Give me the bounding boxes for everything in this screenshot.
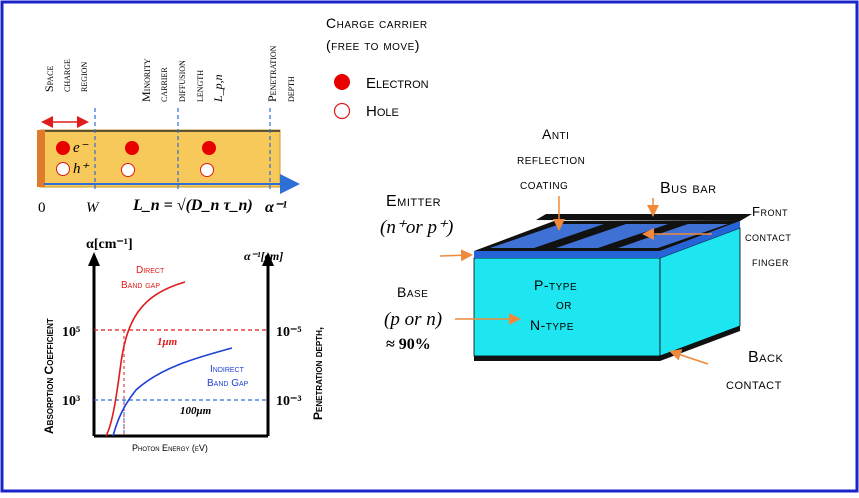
cell-back-contact-front	[474, 356, 660, 361]
legend-hole-marker	[333, 102, 351, 120]
chart-xlabel: Photon Energy (eV)	[132, 443, 208, 453]
axis-alpha-inv-label: α⁻¹	[265, 199, 287, 216]
penetration-line-2: depth	[283, 76, 297, 102]
electron-symbol: e⁻	[73, 140, 89, 156]
penetration-depth-label: Penetration depth	[265, 45, 297, 102]
axis-zero-label: 0	[38, 200, 46, 216]
hole-1	[56, 162, 70, 176]
solar-cell: Anti reflection coating Bus bar Emitter …	[380, 126, 791, 393]
indirect-label-1: Indirect	[210, 364, 245, 375]
diffusion-equation: L_n = √(D_n τ_n)	[132, 197, 253, 214]
legend-electron-label: Electron	[366, 75, 429, 92]
annotation-1um: 1μm	[157, 336, 178, 348]
direct-label-1: Direct	[136, 265, 165, 276]
chart-left-axis-head	[88, 252, 100, 266]
direct-label-2: Band gap	[121, 280, 160, 291]
band-diagram: Space charge region Minority carrier dif…	[37, 45, 300, 216]
semiconductor-band	[39, 129, 281, 188]
minority-line-4: length	[192, 70, 206, 102]
arrow-back-contact	[669, 349, 709, 365]
minority-line-3: diffusion	[174, 60, 188, 102]
penetration-line-1: Penetration	[265, 45, 279, 102]
chart-ylabel: Absorption Coefficient	[42, 318, 56, 434]
bus-bar-label: Bus bar	[660, 180, 717, 197]
arc-panel-1	[490, 224, 604, 248]
emitter-label: Emitter	[386, 193, 441, 210]
chart-right-axis-head	[262, 252, 274, 266]
indirect-bandgap-curve	[112, 347, 233, 437]
right-axis-unit: α⁻¹[cm]	[244, 249, 283, 263]
carrier-legend: Charge carrier (free to move) Electron H…	[326, 15, 429, 120]
anti-reflection-line-2: reflection	[517, 151, 585, 167]
legend-electron-marker	[334, 74, 350, 90]
hole-3	[200, 163, 214, 177]
back-contact-line-1: Back	[748, 349, 783, 366]
tick-right-1e-5: 10⁻⁵	[276, 325, 302, 340]
front-contact-line-2: contact	[745, 229, 791, 244]
legend-title-2: (free to move)	[326, 37, 420, 53]
arrow-emitter	[439, 249, 473, 262]
electron-1	[56, 141, 70, 155]
legend-hole-label: Hole	[366, 103, 399, 120]
base-sub-label: (p or n)	[384, 309, 442, 330]
space-charge-line-2: charge	[59, 59, 73, 92]
electron-3	[202, 141, 216, 155]
chart-right-ylabel: Penetration depth,	[311, 327, 325, 420]
anti-reflection-line-1: Anti	[542, 126, 569, 142]
annotation-100um: 100μm	[180, 405, 212, 417]
base-label: Base	[397, 284, 428, 300]
electron-2	[125, 141, 139, 155]
minority-line-2: carrier	[156, 67, 170, 102]
space-charge-line-3: region	[76, 62, 90, 92]
hole-2	[121, 163, 135, 177]
base-type-line-3: N-type	[530, 317, 574, 333]
tick-left-1e3: 10³	[62, 394, 80, 409]
space-charge-line-1: Space	[42, 65, 56, 92]
absorption-chart: α[cm⁻¹] α⁻¹[cm] Absorption Coefficient P…	[42, 237, 325, 453]
indirect-label-2: Band Gap	[207, 378, 249, 389]
hole-symbol: h⁺	[73, 161, 90, 177]
base-type-line-2: or	[556, 296, 572, 312]
cell-emitter-front	[474, 251, 660, 258]
back-contact-line-2: contact	[726, 376, 782, 393]
minority-line-1: Minority	[139, 58, 153, 102]
front-contact-bar	[37, 130, 45, 187]
front-contact-line-3: finger	[752, 254, 789, 269]
minority-carrier-label: Minority carrier diffusion length L_p,n	[139, 58, 225, 103]
emitter-sub-label: (n⁺or p⁺)	[380, 217, 453, 238]
left-axis-unit: α[cm⁻¹]	[86, 237, 133, 252]
axis-w-label: W	[86, 200, 100, 216]
anti-reflection-line-3: coating	[520, 176, 568, 192]
base-type-line-1: P-type	[534, 277, 577, 293]
space-charge-label: Space charge region	[42, 59, 90, 92]
bus-bar	[536, 214, 752, 221]
tick-right-1e-3: 10⁻³	[276, 394, 302, 409]
arc-panel-2	[556, 224, 668, 248]
tick-left-1e5: 10⁵	[62, 325, 80, 340]
arc-panel-3	[618, 224, 728, 248]
direct-bandgap-curve	[105, 281, 186, 437]
front-contact-line-1: Front	[752, 204, 788, 219]
minority-line-5: L_p,n	[211, 74, 225, 103]
cell-emitter-side	[660, 221, 740, 258]
legend-title-1: Charge carrier	[326, 15, 428, 31]
base-percent-label: ≈ 90%	[386, 336, 431, 353]
